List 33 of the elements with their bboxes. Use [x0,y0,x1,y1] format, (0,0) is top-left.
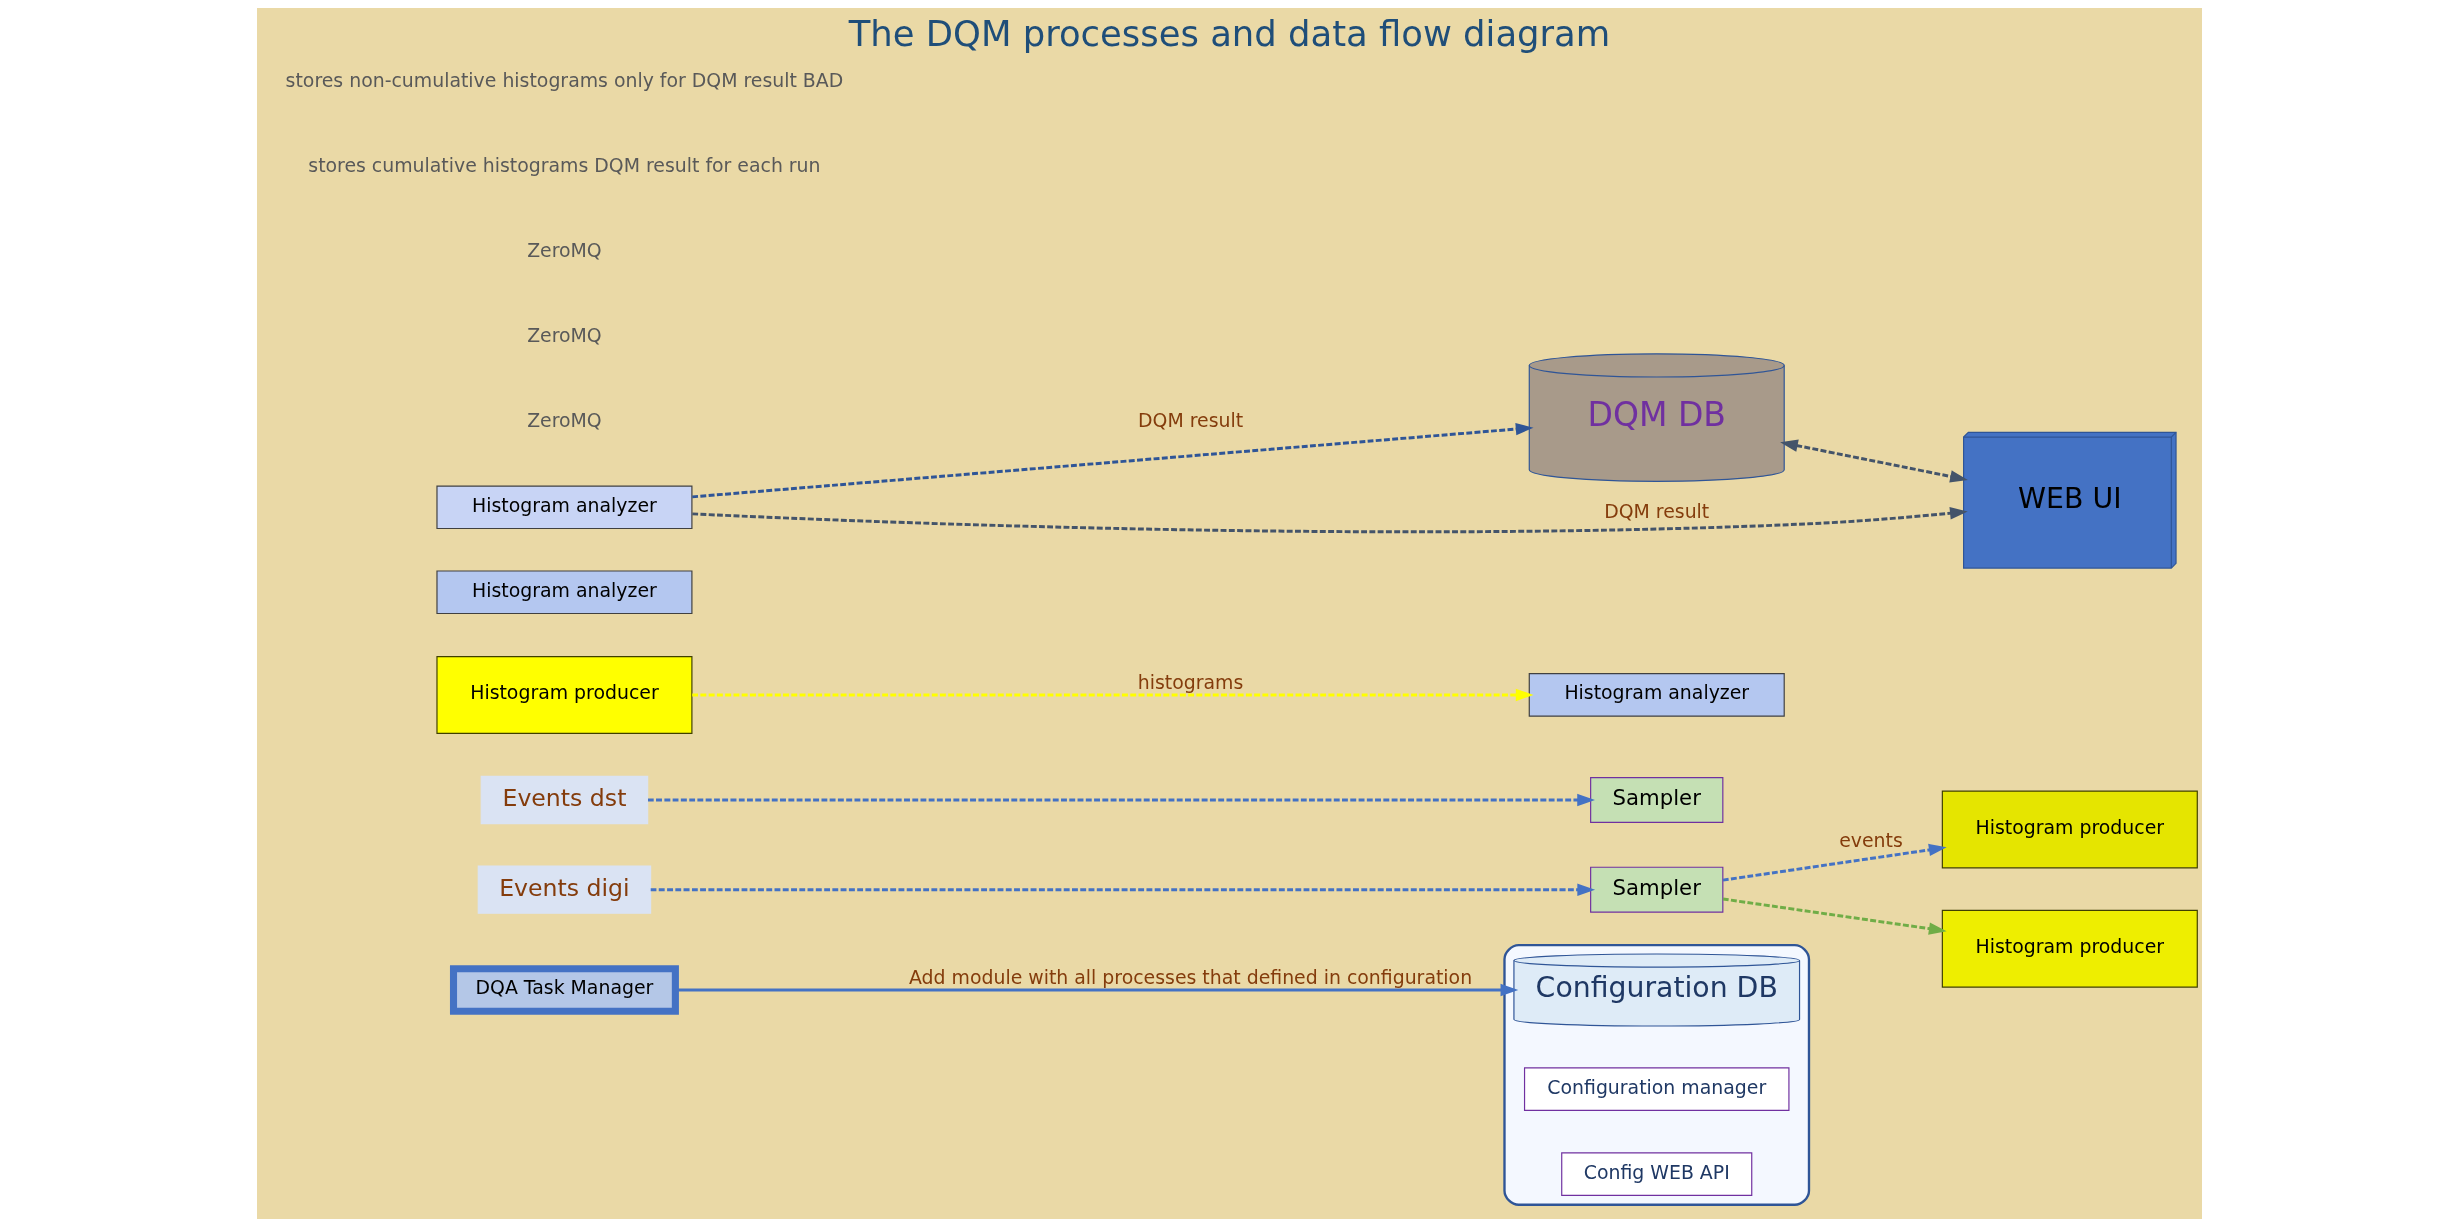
node-box: Sampler [1589,776,1723,823]
edge-label: DQM result [1603,499,1709,522]
node-box: Events digi [477,865,651,914]
node-box: Histogram producer [435,656,692,734]
node-box: Configuration manager [1523,1067,1789,1111]
arrow [691,507,1968,534]
node-box: Config WEB API [1560,1152,1752,1196]
arrow [1722,843,1947,882]
arrow [691,422,1533,499]
node-box: Events dst [480,775,648,825]
label: ZeroMQ [526,323,602,346]
arrow [675,983,1518,997]
node-box: Histogram analyzer [1528,673,1785,717]
node-box: Histogram producer [1941,790,2198,869]
node-box: DQA Task Manager [449,965,679,1015]
node-box: Sampler [1589,866,1723,913]
node-box: Histogram producer [1941,909,2198,988]
edge-label: DQM result [1137,408,1243,431]
label: stores cumulative histograms DQM result for each run [307,153,821,176]
arrow [1722,897,1947,935]
edge-label: Add module with all processes that defined in configuration [908,965,1472,988]
arrow [691,688,1534,702]
diagram-title: The DQM processes and data flow diagram [848,12,1610,54]
edge-label: histograms [1137,670,1243,693]
node-box: Histogram analyzer [435,485,692,530]
arrow [1779,439,1968,483]
arrow [650,883,1595,896]
label: ZeroMQ [526,408,602,431]
label: stores non-cumulative histograms only for DQM result BAD [285,68,843,91]
label: ZeroMQ [526,238,602,261]
edge-label: events [1838,828,1903,851]
node-box: Histogram analyzer [435,570,692,615]
arrow [647,793,1595,807]
